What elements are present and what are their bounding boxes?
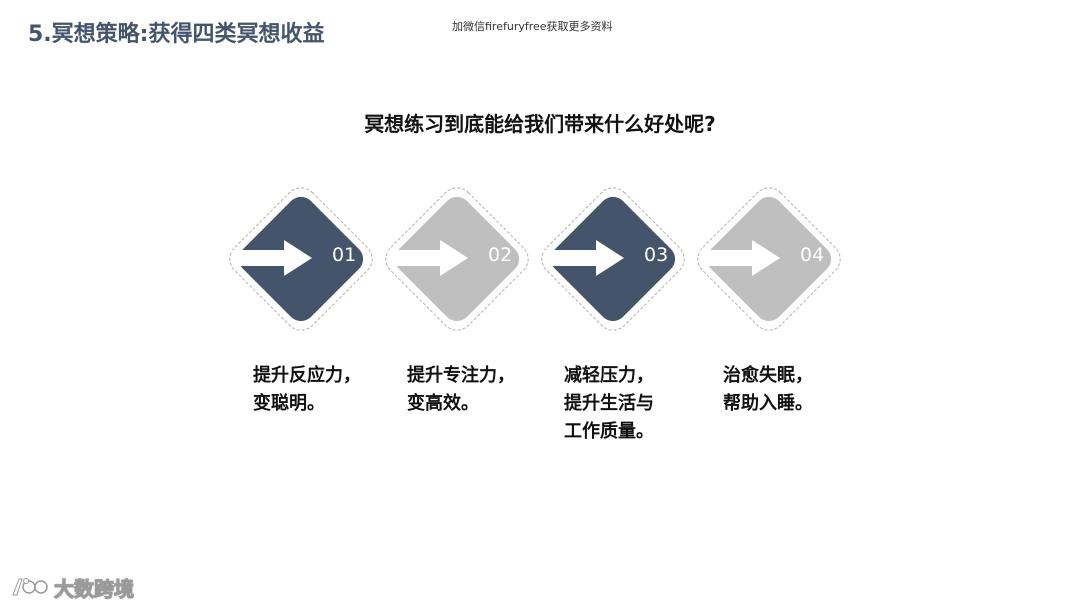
description-line: 帮助入睡。	[723, 393, 813, 414]
watermark-text: 加微信firefuryfree获取更多资料	[452, 20, 613, 33]
step-description-1: 提升反应力， 变聪明。	[253, 362, 393, 418]
brand-logo: 大数跨境	[10, 572, 135, 602]
step-description-3: 减轻压力， 提升生活与 工作质量。	[564, 362, 704, 446]
arrow-right-icon	[700, 240, 780, 276]
step-diamond-4: 04	[690, 180, 848, 338]
diamond-shape	[385, 187, 529, 331]
slide-title: 5.冥想策略:获得四类冥想收益	[28, 22, 325, 47]
question-heading: 冥想练习到底能给我们带来什么好处呢?	[364, 112, 716, 136]
arrow-right-icon	[232, 240, 312, 276]
step-diamond-3: 03	[534, 180, 692, 338]
description-line: 变高效。	[407, 393, 479, 414]
description-line: 治愈失眠，	[723, 365, 813, 386]
diamond-shape	[697, 187, 841, 331]
arrow-right-icon	[544, 240, 624, 276]
step-description-2: 提升专注力， 变高效。	[407, 362, 547, 418]
step-number: 04	[800, 244, 825, 266]
brand-logo-icon	[12, 578, 48, 596]
step-description-4: 治愈失眠， 帮助入睡。	[723, 362, 863, 418]
step-diamond-2: 02	[378, 180, 536, 338]
description-line: 变聪明。	[253, 393, 325, 414]
diamond-shape	[541, 187, 685, 331]
description-line: 减轻压力，	[564, 365, 654, 386]
arrow-right-icon	[388, 240, 468, 276]
step-diamond-1: 01	[222, 180, 380, 338]
description-line: 工作质量。	[564, 421, 654, 442]
diamond-shape	[229, 187, 373, 331]
description-line: 提升反应力，	[253, 365, 361, 386]
description-line: 提升专注力，	[407, 365, 515, 386]
step-number: 01	[332, 244, 357, 266]
brand-logo-text: 大数跨境	[54, 576, 135, 601]
step-number: 03	[644, 244, 669, 266]
description-line: 提升生活与	[564, 393, 654, 414]
step-number: 02	[488, 244, 513, 266]
